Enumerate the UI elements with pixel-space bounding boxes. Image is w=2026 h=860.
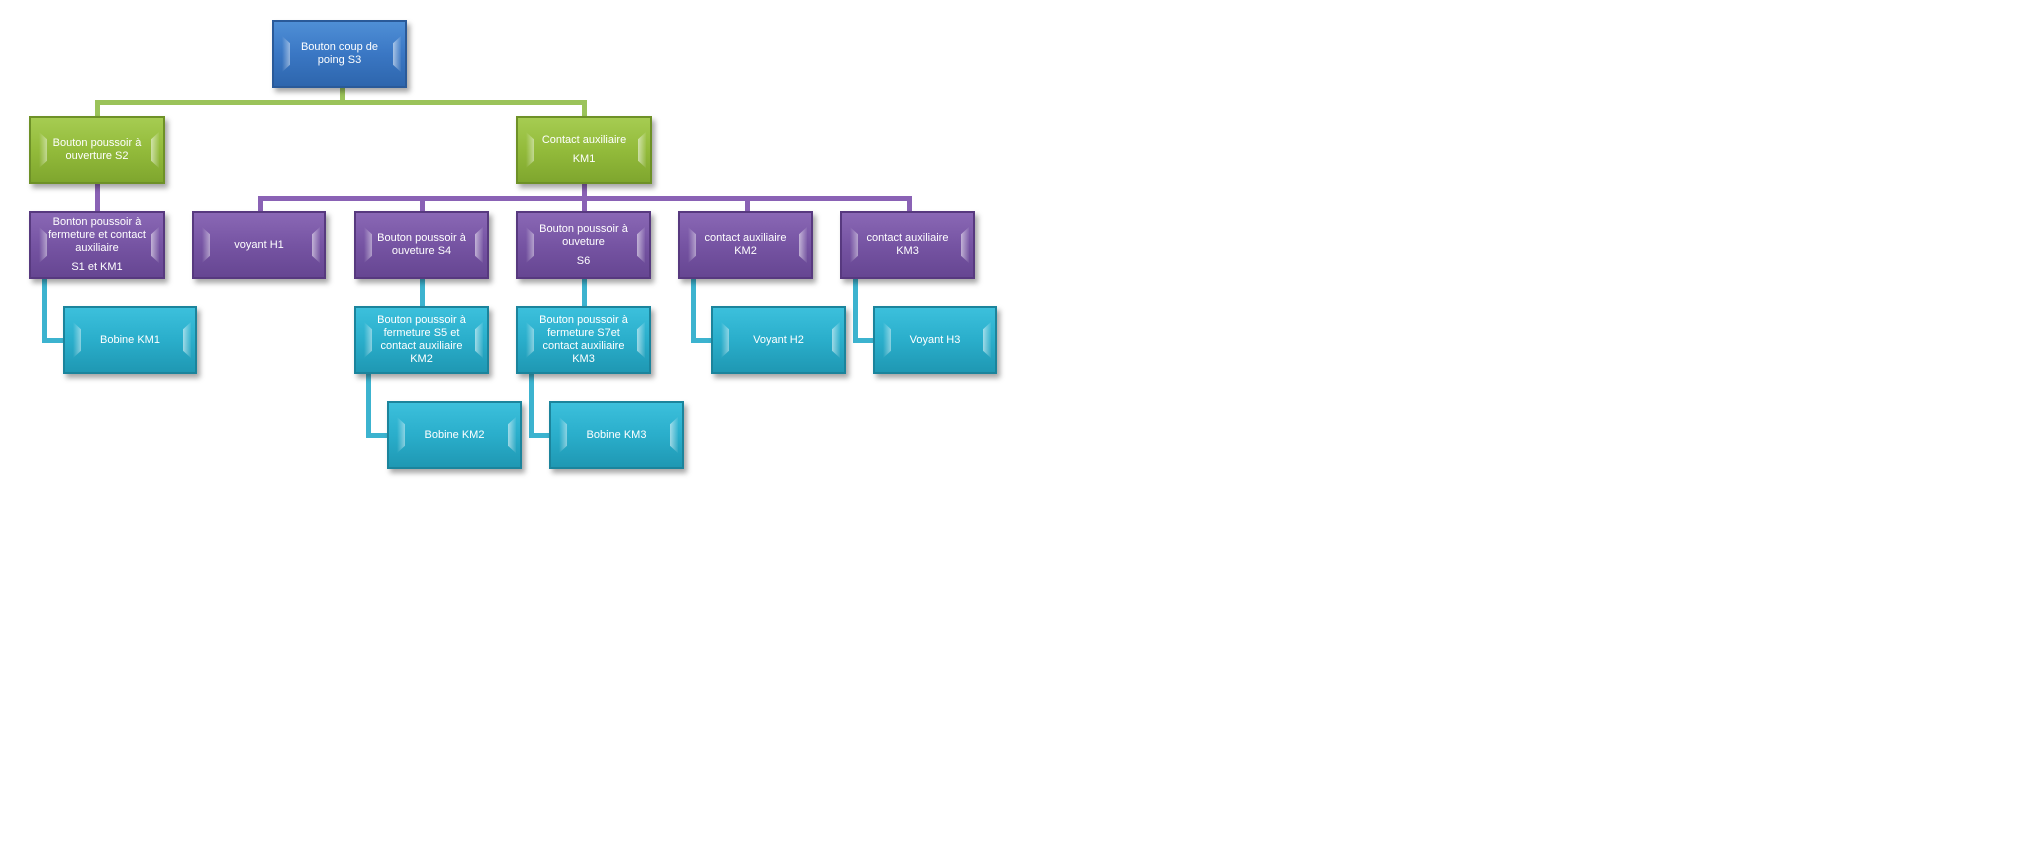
connector-s4-to-s5-km2 — [420, 279, 425, 309]
node-bouton-poussoir-fermeture-s5-km2: Bouton poussoir à fermeture S5 et contac… — [354, 306, 489, 374]
node-label: voyant H1 — [234, 238, 284, 251]
node-label-secondary: KM1 — [572, 153, 596, 165]
node-label: Voyant H2 — [753, 333, 804, 346]
node-label-secondary: S6 — [576, 254, 591, 267]
connector-km1-aux-stem — [582, 184, 587, 199]
node-contact-auxiliaire-km1: Contact auxiliaire KM1 — [516, 116, 652, 184]
node-voyant-h3: Voyant H3 — [873, 306, 997, 374]
connector-s2-to-s1-km1 — [95, 184, 100, 214]
node-bouton-poussoir-fermeture-s7-km3: Bouton poussoir à fermeture S7et contact… — [516, 306, 651, 374]
node-contact-auxiliaire-km2: contact auxiliaire KM2 — [678, 211, 813, 279]
node-label: Bouton poussoir à ouveture S4 — [377, 232, 466, 257]
connector-km1-aux-bus — [258, 196, 910, 201]
connector-s1-km1-to-bobine-km1-v — [42, 279, 47, 343]
node-bobine-km3: Bobine KM3 — [549, 401, 684, 469]
node-label: Bobine KM1 — [100, 333, 160, 346]
connector-root-bus — [95, 100, 587, 105]
node-label: Bouton poussoir à fermeture S5 et contac… — [377, 314, 466, 365]
node-label: contact auxiliaire KM3 — [866, 232, 949, 257]
node-contact-auxiliaire-km3: contact auxiliaire KM3 — [840, 211, 975, 279]
node-label: Bonton poussoir à fermeture et contact a… — [48, 216, 146, 254]
node-bonton-poussoir-fermeture-s1-km1: Bonton poussoir à fermeture et contact a… — [29, 211, 165, 279]
node-label: Contact auxiliaire — [541, 134, 627, 146]
node-label: Bouton poussoir à ouveture — [539, 222, 628, 248]
node-label: Bouton poussoir à fermeture S7et contact… — [539, 314, 628, 365]
node-voyant-h1: voyant H1 — [192, 211, 326, 279]
node-bouton-poussoir-ouverture-s2: Bouton poussoir à ouverture S2 — [29, 116, 165, 184]
node-bouton-coup-de-poing-s3: Bouton coup de poing S3 — [272, 20, 407, 88]
node-label: contact auxiliaire KM2 — [704, 232, 787, 257]
node-label-secondary: S1 et KM1 — [71, 261, 123, 273]
node-label: Bouton poussoir à ouverture S2 — [52, 137, 142, 162]
node-bouton-poussoir-ouveture-s6: Bouton poussoir à ouveture S6 — [516, 211, 651, 279]
node-bobine-km1: Bobine KM1 — [63, 306, 197, 374]
connector-s6-to-s7-km3 — [582, 279, 587, 309]
connector-root-stem — [340, 88, 345, 102]
node-bobine-km2: Bobine KM2 — [387, 401, 522, 469]
node-voyant-h2: Voyant H2 — [711, 306, 846, 374]
node-bouton-poussoir-ouveture-s4: Bouton poussoir à ouveture S4 — [354, 211, 489, 279]
node-label: Bobine KM2 — [424, 428, 485, 441]
node-label: Bouton coup de poing S3 — [300, 41, 379, 66]
connector-s5-km2-to-bobine-km2-v — [366, 374, 371, 438]
connector-km2-aux-to-h2-v — [691, 279, 696, 343]
connector-s7-km3-to-bobine-km3-v — [529, 374, 534, 438]
node-label: Voyant H3 — [909, 333, 961, 346]
connector-km3-aux-to-h3-v — [853, 279, 858, 343]
node-label: Bobine KM3 — [586, 428, 647, 441]
